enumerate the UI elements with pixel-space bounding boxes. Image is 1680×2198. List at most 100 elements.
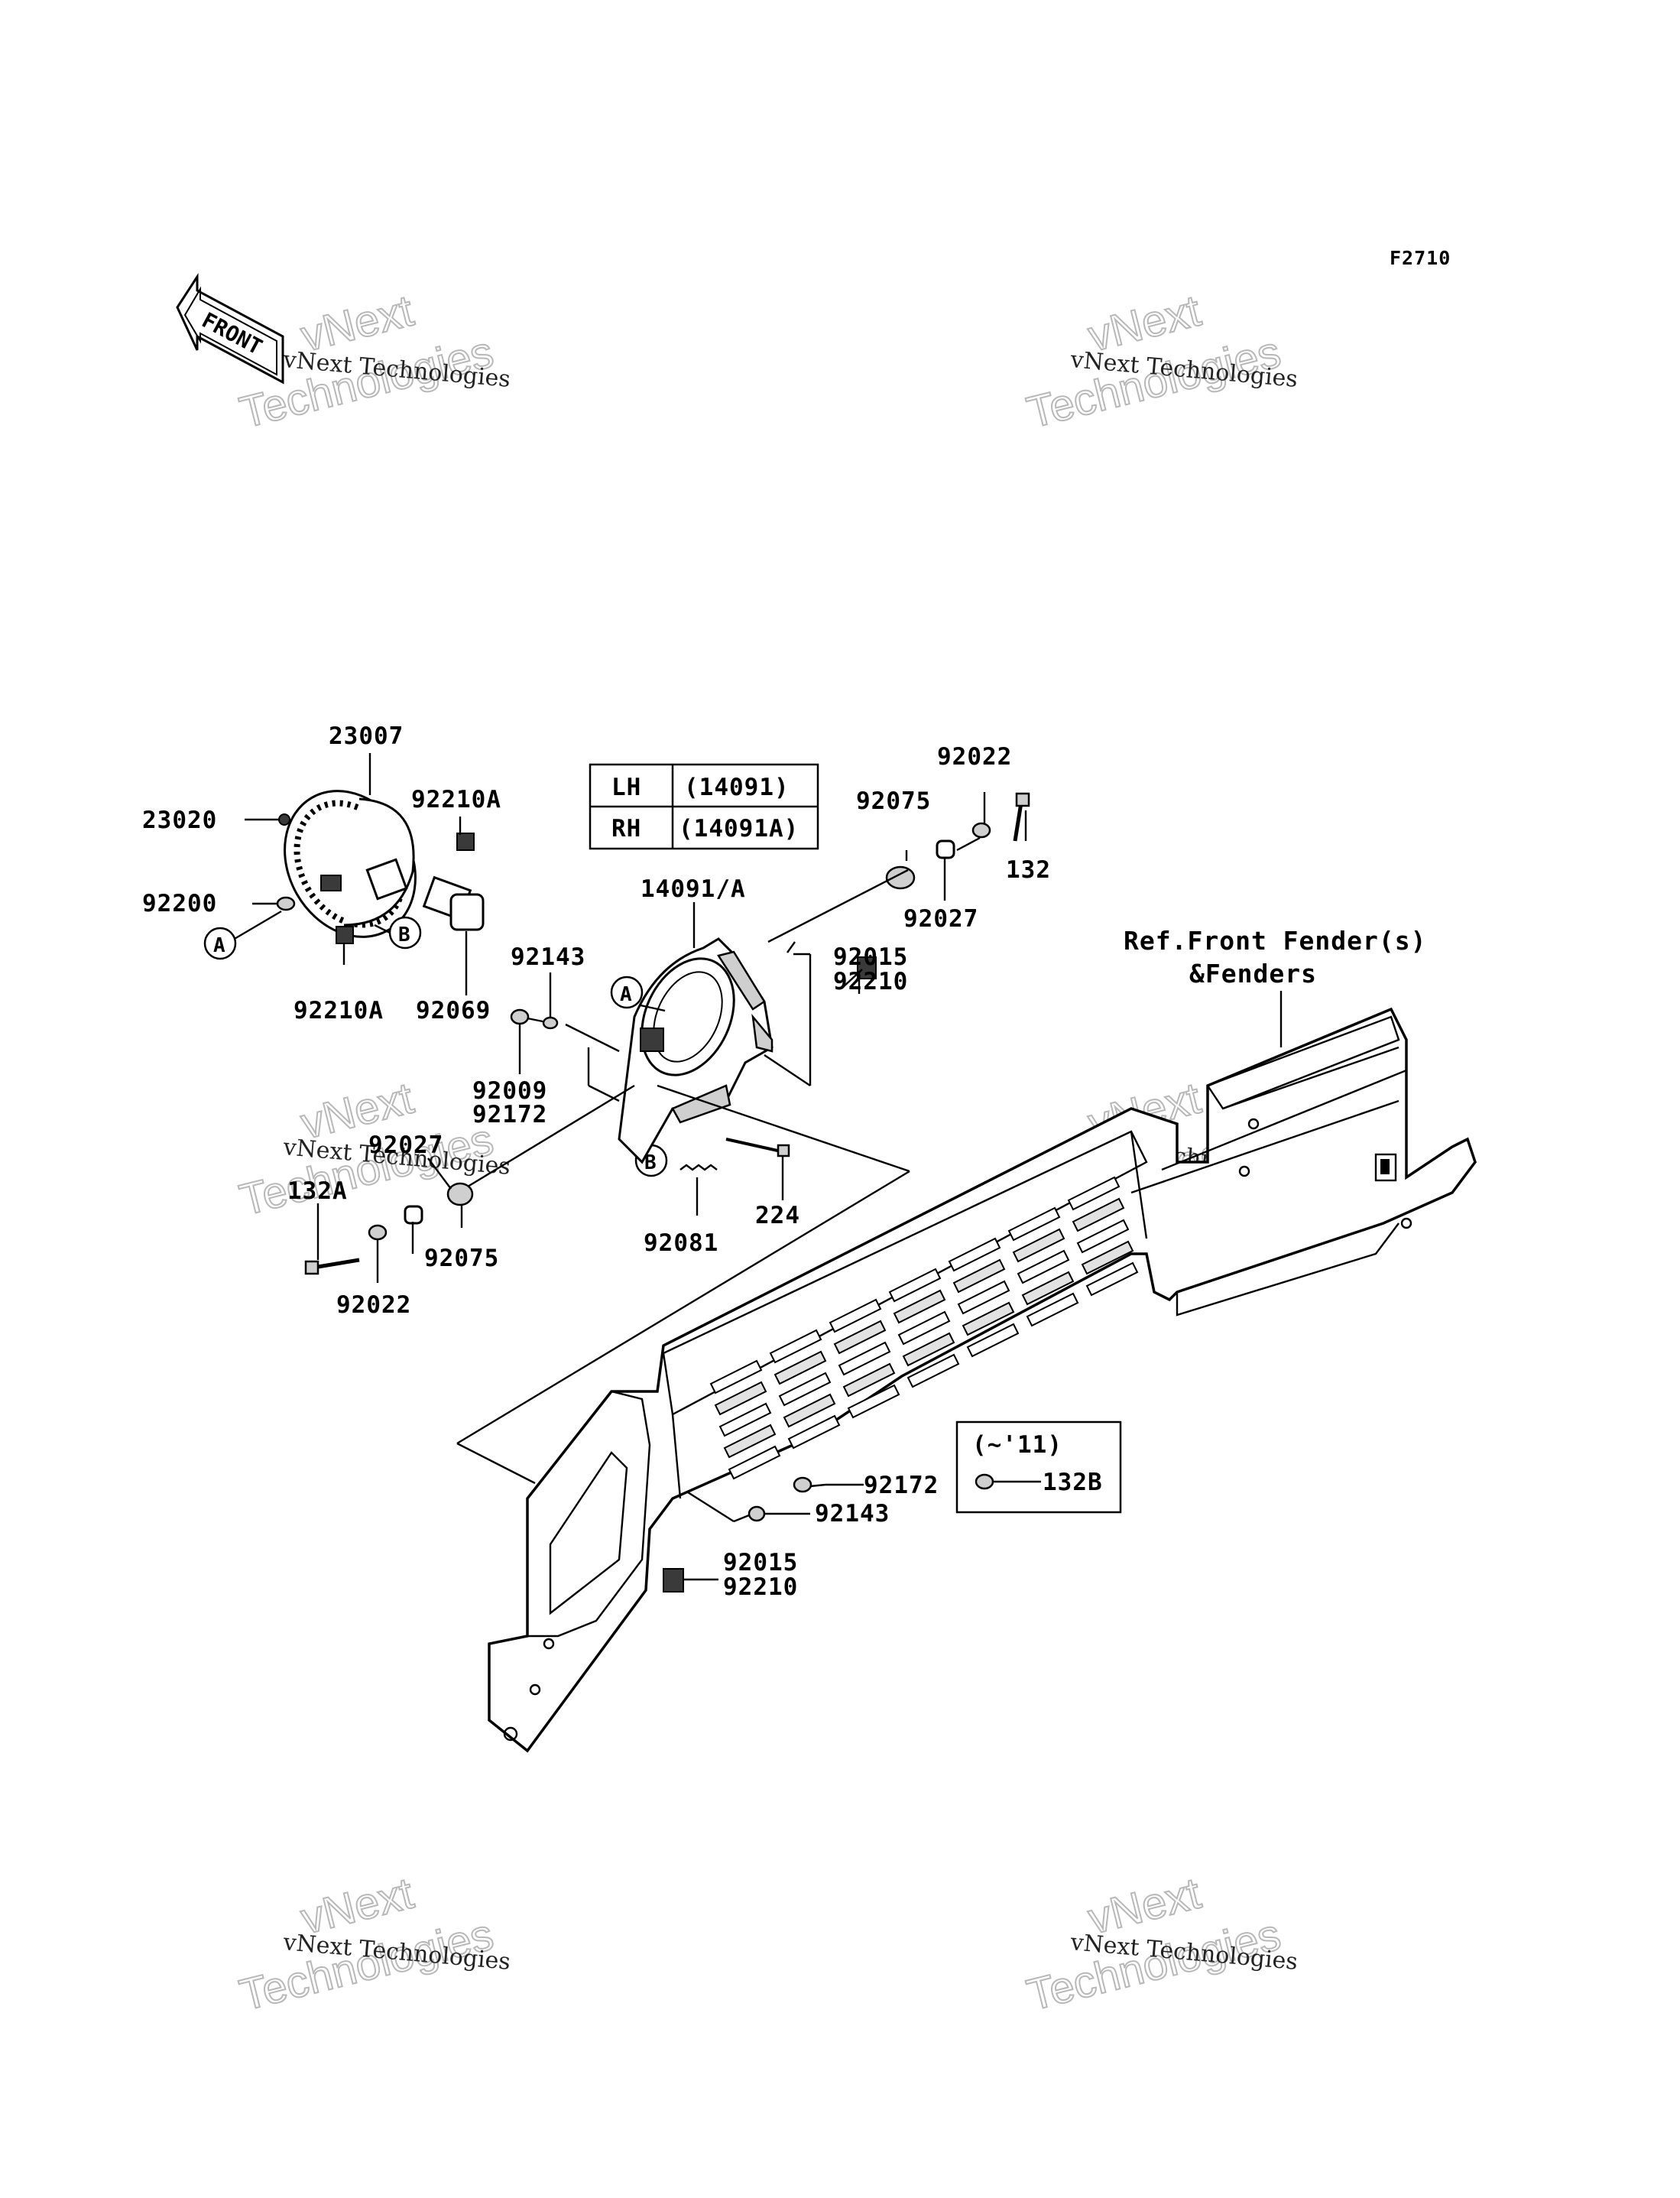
grille-slat <box>709 1359 763 1394</box>
grille-slat <box>718 1402 772 1437</box>
part-number-92022-left: 92022 <box>336 1291 411 1319</box>
callout-marker-b-left: B <box>388 916 422 950</box>
part-number-132: 132 <box>1006 856 1051 884</box>
grille-slat <box>787 1414 841 1450</box>
headlamp-bracket-icon <box>618 937 774 1164</box>
washer-92022-left-icon <box>368 1224 388 1241</box>
watermark-bottom-right: vNext Technologies vNext Technologies <box>1021 1868 1299 2021</box>
grille-slat <box>1076 1219 1130 1254</box>
bracket-leaders <box>316 792 1027 1283</box>
part-number-92075-left: 92075 <box>424 1245 499 1272</box>
bolt-132A-icon <box>304 1258 360 1275</box>
side-table: LH (14091) RH (14091A) <box>589 763 819 850</box>
headlamp-leaders <box>229 753 468 995</box>
grille-slat <box>1085 1261 1139 1297</box>
grille-slat <box>847 1384 900 1419</box>
part-number-92143-bottom: 92143 <box>815 1500 890 1528</box>
grille-slat <box>966 1323 1020 1358</box>
ref-note-line2: &Fenders <box>1189 959 1317 989</box>
svg-text:A: A <box>213 934 225 957</box>
part-number-132A: 132A <box>287 1177 348 1205</box>
callout-marker-a-left: A <box>203 927 237 960</box>
grommet-92075-left-icon <box>446 1182 474 1206</box>
watermark-top-right: vNext Technologies vNext Technologies <box>1021 285 1299 439</box>
part-number-92022-top: 92022 <box>937 743 1012 771</box>
grille-slat <box>1026 1292 1079 1327</box>
variant-box: (~'11) 132B <box>955 1420 1122 1514</box>
part-number-92027-left: 92027 <box>368 1131 443 1159</box>
variant-box-label: (~'11) <box>972 1431 1062 1459</box>
svg-text:B: B <box>398 924 410 946</box>
svg-text:A: A <box>620 983 632 1006</box>
table-part-lh: (14091) <box>684 774 790 801</box>
grille-slat <box>902 1332 955 1367</box>
washer-92143-bottom-icon <box>748 1505 766 1522</box>
grille-slat <box>957 1280 1010 1315</box>
grille-slats <box>709 1176 1139 1480</box>
washer-92143-top-icon <box>542 1016 559 1030</box>
part-number-92075-top: 92075 <box>856 787 931 815</box>
clip-92210A-bottom-icon <box>336 926 354 944</box>
screw-23020-icon <box>278 813 290 826</box>
part-number-14091A: 14091/A <box>641 875 746 903</box>
grommet-92075-top-icon <box>885 865 916 890</box>
grille-slat <box>893 1289 946 1324</box>
grille-slat <box>1081 1240 1134 1275</box>
lower-leaders <box>683 1483 864 1581</box>
grille-slat <box>714 1381 767 1416</box>
bolt-132-icon <box>1013 792 1030 842</box>
washer-92200-icon <box>276 896 296 911</box>
part-number-92027-top: 92027 <box>903 905 978 933</box>
headlamp-unit-icon <box>284 790 417 938</box>
ref-note-line1: Ref.Front Fender(s) <box>1124 926 1427 956</box>
part-number-92172-bottom: 92172 <box>864 1472 939 1499</box>
grille-slat <box>723 1424 777 1459</box>
grille-slat <box>888 1268 942 1303</box>
grille-slat <box>897 1310 951 1346</box>
grille-slat <box>1072 1197 1125 1232</box>
grille-slat <box>842 1362 896 1398</box>
table-side-lh: LH <box>611 774 641 801</box>
part-number-92200: 92200 <box>142 890 217 917</box>
figure-code: F2710 <box>1390 247 1451 269</box>
table-part-rh: (14091A) <box>679 815 799 843</box>
part-number-92172-left: 92172 <box>472 1101 547 1128</box>
part-number-92015-top: 92015 <box>833 943 908 971</box>
collar-92027-left-icon <box>404 1205 423 1225</box>
collar-92027-top-icon <box>936 839 955 859</box>
grille-slat <box>1021 1271 1075 1306</box>
grille-slat <box>948 1237 1001 1272</box>
grille-slat <box>1067 1176 1121 1211</box>
bulb-icon <box>422 875 485 931</box>
grille-slat <box>778 1372 832 1407</box>
table-side-rh: RH <box>611 815 641 843</box>
part-number-224: 224 <box>755 1202 800 1229</box>
watermark-bottom-left: vNext Technologies vNext Technologies <box>234 1868 511 2021</box>
part-number-92210-top: 92210 <box>833 968 908 995</box>
washer-92022-top-icon <box>971 822 991 839</box>
part-number-23020: 23020 <box>142 807 217 834</box>
svg-text:B: B <box>644 1151 657 1174</box>
part-number-92069: 92069 <box>416 997 491 1024</box>
grille-slat <box>833 1320 887 1355</box>
part-number-92015-bottom: 92015 <box>723 1549 798 1576</box>
grille-slat <box>952 1258 1006 1294</box>
spring-92081-icon <box>679 1164 718 1171</box>
clip-92015-bottom-icon <box>663 1568 684 1592</box>
part-number-23007: 23007 <box>329 722 404 750</box>
clip-92210A-top-icon <box>456 833 475 851</box>
callout-marker-a-right: A <box>610 976 644 1009</box>
part-number-92143-top: 92143 <box>511 943 585 971</box>
grille-slat <box>906 1353 960 1388</box>
part-number-92009: 92009 <box>472 1077 547 1105</box>
grille-slat <box>1012 1228 1065 1263</box>
grille-slat <box>829 1298 882 1333</box>
grille-slat <box>769 1329 822 1364</box>
clip-92015-top-icon <box>857 956 877 979</box>
grille-slat <box>783 1393 836 1428</box>
grille-reference-lines <box>456 1084 910 1523</box>
grille-slat <box>1007 1206 1061 1242</box>
grille-slat <box>774 1350 827 1385</box>
variant-box-part: 132B <box>1043 1469 1103 1496</box>
